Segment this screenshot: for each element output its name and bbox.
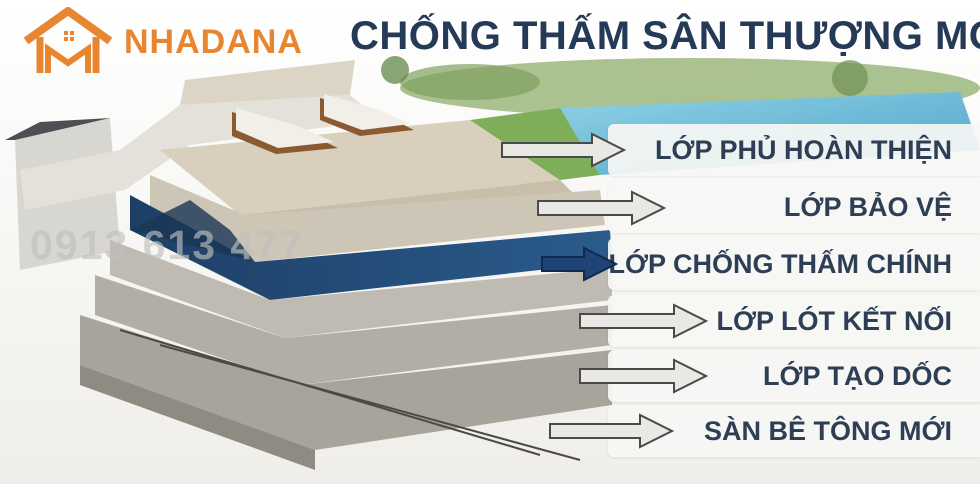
- layer-label-text: SÀN BÊ TÔNG MỚI: [703, 415, 952, 446]
- layer-label-protection: LỚP BẢO VỆ: [608, 181, 980, 233]
- layer-label-text: LỚP TẠO DỐC: [762, 360, 952, 391]
- arrow-right-icon: [541, 246, 618, 282]
- brand: NHADANA: [20, 6, 303, 78]
- layer-label-text: LỚP LÓT KẾT NỐI: [716, 305, 952, 336]
- arrow-right-icon: [579, 303, 708, 339]
- arrow-right-icon: [549, 413, 674, 449]
- layer-label-finish: LỚP PHỦ HOÀN THIỆN: [608, 124, 980, 176]
- arrow-right-icon: [501, 132, 626, 168]
- house-logo-icon: [23, 7, 113, 73]
- layer-label-text: LỚP PHỦ HOÀN THIỆN: [654, 134, 952, 165]
- layer-label-waterproofing: LỚP CHỐNG THẤM CHÍNH: [608, 238, 980, 290]
- arrow-right-icon: [579, 358, 708, 394]
- page-title: CHỐNG THẤM SÂN THƯỢNG MỚI: [350, 14, 980, 58]
- layer-label-text: LỚP BẢO VỆ: [783, 191, 952, 222]
- layer-label-text: LỚP CHỐNG THẤM CHÍNH: [608, 248, 952, 279]
- layer-label-concrete: SÀN BÊ TÔNG MỚI: [608, 405, 980, 457]
- brand-name: NHADANA: [124, 22, 303, 61]
- arrow-right-icon: [537, 190, 666, 226]
- phone-watermark: 0913 613 477: [30, 222, 305, 268]
